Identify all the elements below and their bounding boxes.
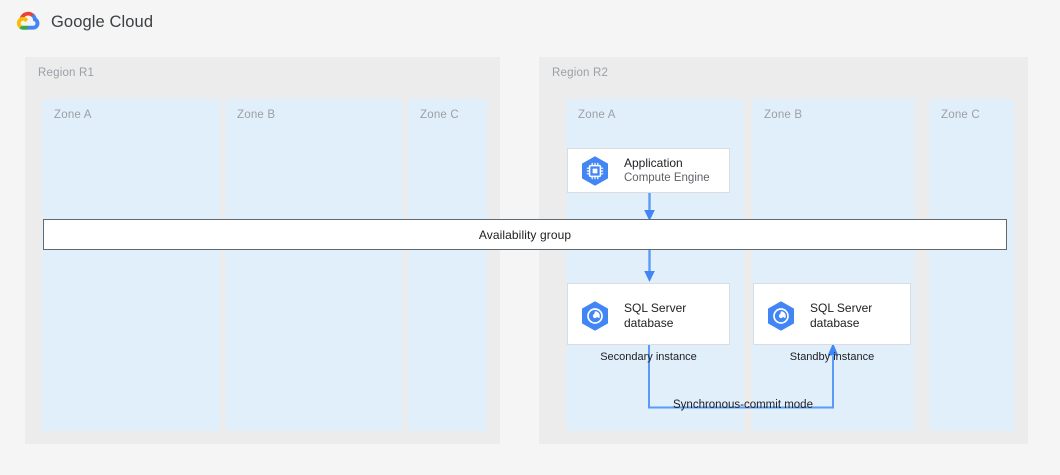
node-sql-standby-footer: Standby instance (789, 351, 875, 363)
cloud-sql-icon (582, 300, 608, 331)
node-sql-standby-title: SQL Server database (810, 300, 873, 330)
card-divider (579, 344, 718, 345)
page-header: Google Cloud (0, 0, 1060, 44)
node-application-subtitle: Compute Engine (624, 171, 710, 184)
node-sql-secondary-title: SQL Server database (624, 300, 687, 330)
connector-synchronous-commit (648, 342, 839, 409)
node-sql-secondary-footer: Secondary instance (600, 351, 697, 363)
availability-group-bar[interactable]: Availability group (43, 219, 1007, 250)
zone-r1-a: Zone A (42, 99, 220, 431)
region-r1-label: Region R1 (38, 67, 95, 79)
connector-availability-group-to-secondary (644, 249, 655, 282)
brand-title: Google Cloud (51, 12, 154, 31)
connector-app-to-availability-group (644, 190, 655, 221)
compute-engine-icon (582, 155, 608, 186)
card-text-block: Application Compute Engine (624, 156, 710, 185)
zone-r1-c-label: Zone C (420, 109, 459, 121)
card-text-block: SQL Server database (810, 301, 872, 330)
node-application-title: Application (624, 156, 683, 171)
synchronous-commit-mode-label: Synchronous-commit mode (673, 399, 813, 411)
cloud-sql-icon (768, 300, 794, 331)
zone-r2-c-label: Zone C (941, 109, 980, 121)
zone-r1-c: Zone C (408, 99, 487, 431)
card-divider (765, 344, 899, 345)
zone-r1-b-label: Zone B (237, 109, 276, 121)
card-text-block: SQL Server database (624, 301, 686, 330)
card-body: SQL Server database (568, 284, 729, 344)
node-sql-server-standby[interactable]: SQL Server database Standby instance (753, 283, 911, 363)
google-cloud-logo-icon (16, 11, 40, 30)
zone-r1-a-label: Zone A (54, 109, 92, 121)
region-r2-label: Region R2 (552, 67, 609, 79)
availability-group-label: Availability group (478, 227, 572, 242)
card-body: SQL Server database (754, 284, 910, 344)
node-sql-server-secondary[interactable]: SQL Server database Secondary instance (567, 283, 730, 363)
zone-r1-b: Zone B (225, 99, 403, 431)
node-application-compute-engine[interactable]: Application Compute Engine (567, 148, 730, 193)
zone-r2-c: Zone C (929, 99, 1014, 431)
card-body: Application Compute Engine (568, 149, 729, 192)
zone-r2-b-label: Zone B (764, 109, 803, 121)
zone-r2-a-label: Zone A (578, 109, 616, 121)
